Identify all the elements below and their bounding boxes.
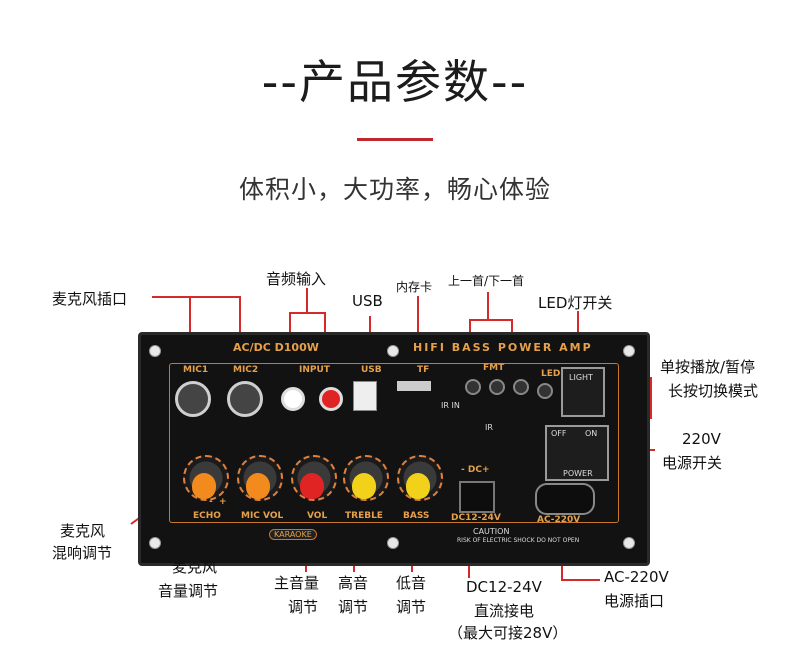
callout-audio-input: 音频输入 (266, 270, 327, 288)
screw (149, 345, 161, 357)
screw (623, 345, 635, 357)
callout-bass-1: 低音 (396, 574, 427, 592)
page-subtitle: 体积小，大功率，畅心体验 (238, 175, 551, 204)
ac-label: AC-220V (537, 515, 581, 525)
play-pause-button[interactable] (489, 379, 505, 395)
mic2-jack[interactable] (227, 381, 263, 417)
fmt-label: FMT (483, 363, 505, 373)
mic1-jack[interactable] (175, 381, 211, 417)
callout-mic-vol-2: 音量调节 (158, 582, 219, 600)
callout-treble-1: 高音 (338, 574, 369, 592)
echo-minus: - (209, 497, 213, 507)
callout-memory-card: 内存卡 (396, 280, 433, 294)
mic2-label: MIC2 (233, 365, 259, 375)
usb-label: USB (361, 365, 382, 375)
input-r-jack[interactable] (319, 387, 343, 411)
echo-knob-cap (192, 473, 216, 499)
usb-port[interactable] (353, 381, 377, 411)
main-vol-knob-cap (300, 473, 324, 499)
page-title: --产品参数-- (261, 55, 529, 109)
bass-knob[interactable] (397, 455, 443, 501)
amp-panel: AC/DC D100W HIFI BASS POWER AMP MIC1 MIC… (138, 332, 650, 566)
karaoke-badge: KARAOKE (269, 529, 317, 540)
callout-echo-1: 麦克风 (60, 522, 106, 540)
callout-treble-2: 调节 (338, 598, 369, 616)
ac-socket[interactable] (535, 483, 595, 515)
callout-led-switch: LED灯开关 (538, 294, 613, 312)
ir-in-label: IR IN (441, 401, 460, 410)
led-label: LED (541, 369, 561, 379)
callout-ac-1: AC-220V (604, 568, 669, 586)
callout-ac-2: 电源插口 (604, 592, 665, 610)
title-underline (357, 138, 433, 141)
screw (623, 537, 635, 549)
callout-echo-2: 混响调节 (52, 544, 113, 562)
led-indicator (537, 383, 553, 399)
bass-label: BASS (403, 511, 430, 521)
callout-play-pause-2: 长按切换模式 (668, 382, 759, 400)
bass-knob-cap (406, 473, 430, 499)
callout-dc-1: DC12-24V (466, 578, 542, 596)
next-button[interactable] (513, 379, 529, 395)
dc-plus-label: - DC+ (461, 465, 490, 475)
tf-label: TF (417, 365, 430, 375)
vol-label: VOL (307, 511, 328, 521)
light-switch[interactable]: LIGHT (561, 367, 605, 417)
callout-play-pause-1: 单按播放/暂停 (660, 358, 756, 376)
callout-dc-2: 直流接电 (474, 602, 535, 620)
dc-connector[interactable] (459, 481, 495, 513)
panel-frame (169, 363, 619, 523)
callout-mic-vol-1: 麦克风 (172, 558, 218, 576)
callout-usb: USB (352, 292, 383, 310)
input-label: INPUT (299, 365, 330, 375)
model-label: HIFI BASS POWER AMP (413, 341, 593, 354)
callout-main-vol-1: 主音量 (274, 574, 320, 592)
echo-label: ECHO (193, 511, 221, 521)
callout-prev-next: 上一首/下一首 (448, 274, 525, 288)
ir-label: IR (485, 423, 493, 432)
echo-knob[interactable] (183, 455, 229, 501)
input-l-jack[interactable] (281, 387, 305, 411)
screw (387, 345, 399, 357)
callout-power-switch-1: 220V (682, 430, 721, 448)
mic1-label: MIC1 (183, 365, 209, 375)
mic-vol-knob[interactable] (237, 455, 283, 501)
callout-mic-jack: 麦克风插口 (52, 290, 128, 308)
dc-label: DC12-24V (451, 513, 501, 523)
treble-label: TREBLE (345, 511, 383, 521)
screw (387, 537, 399, 549)
power-switch[interactable]: OFF ON POWER (545, 425, 609, 481)
mic-vol-knob-cap (246, 473, 270, 499)
screw (149, 537, 161, 549)
treble-knob[interactable] (343, 455, 389, 501)
callout-bass-2: 调节 (396, 598, 427, 616)
mic-vol-label: MIC VOL (241, 511, 284, 521)
echo-plus: + (219, 497, 227, 507)
callout-main-vol-2: 调节 (288, 598, 319, 616)
callout-dc-3: （最大可接28V） (448, 624, 568, 642)
main-vol-knob[interactable] (291, 455, 337, 501)
callout-power-switch-2: 电源开关 (662, 454, 723, 472)
treble-knob-cap (352, 473, 376, 499)
prev-button[interactable] (465, 379, 481, 395)
caution-box: CAUTION RISK OF ELECTRIC SHOCK DO NOT OP… (457, 527, 580, 544)
brand-label: AC/DC D100W (233, 341, 319, 354)
tf-slot[interactable] (397, 381, 431, 391)
